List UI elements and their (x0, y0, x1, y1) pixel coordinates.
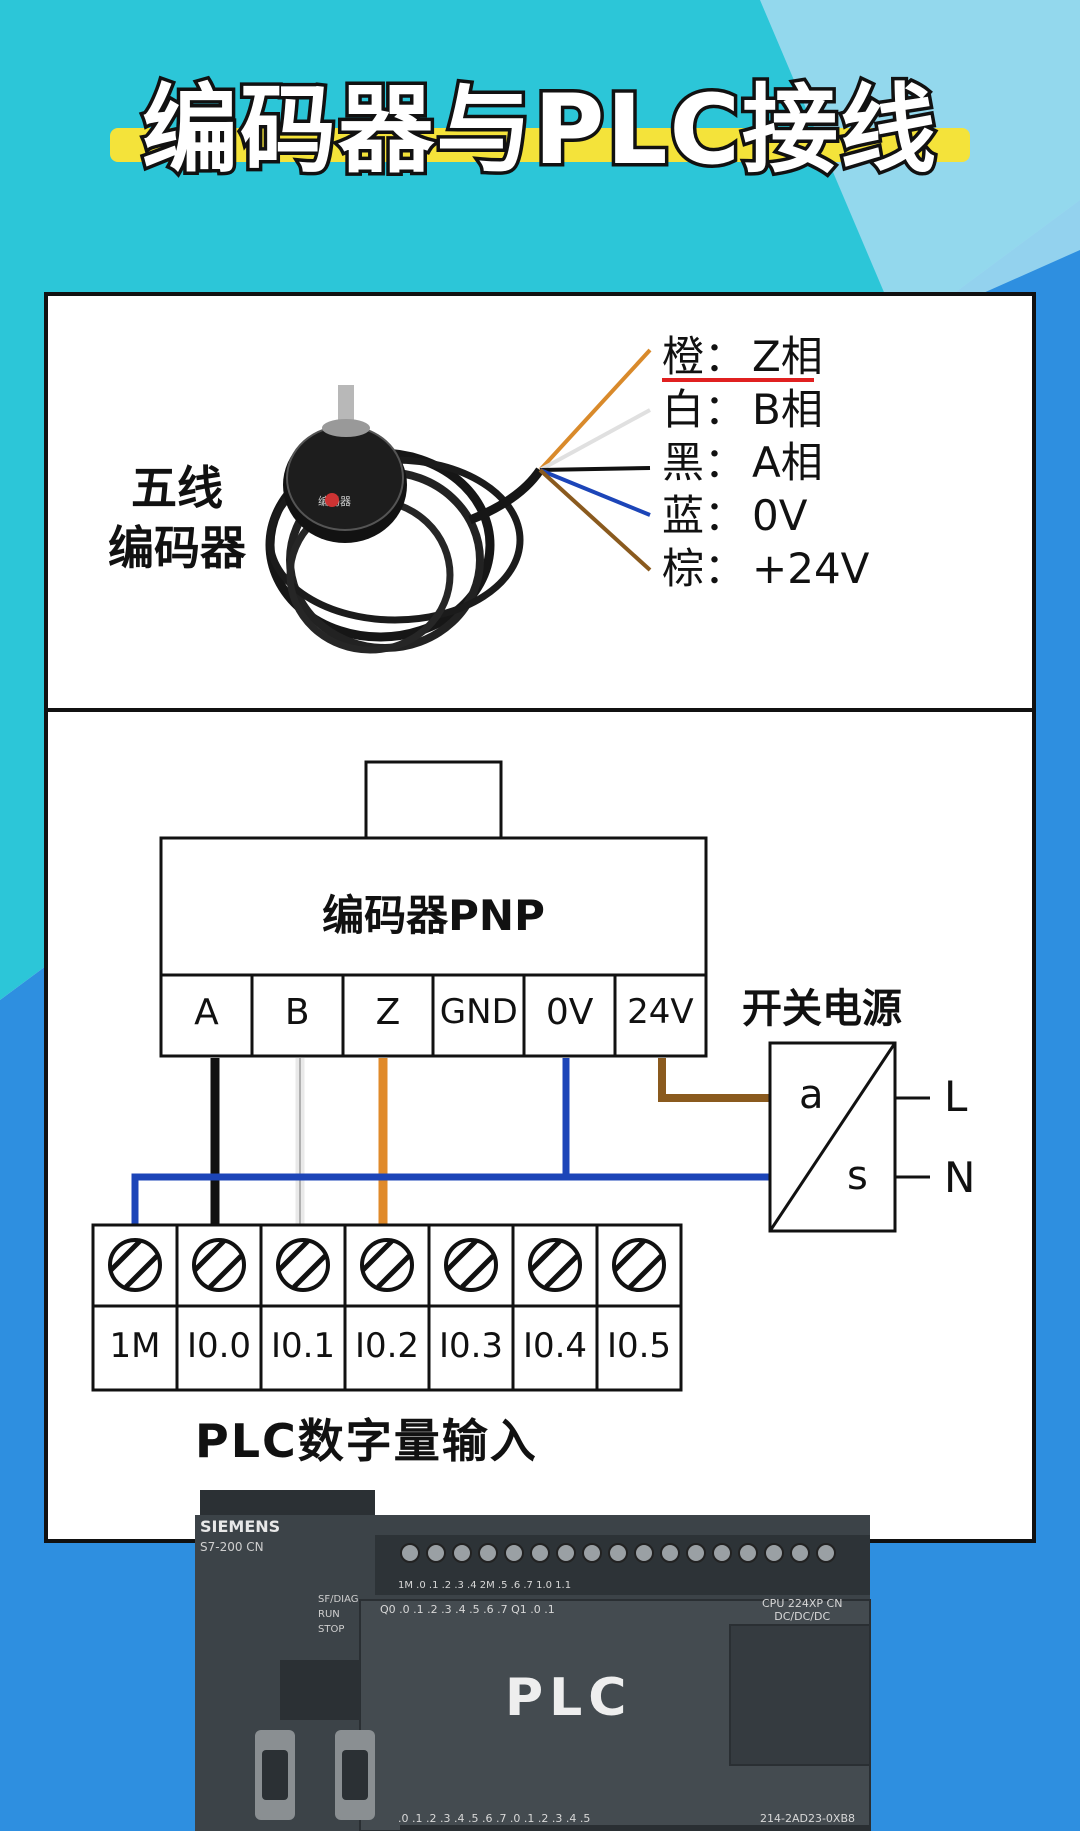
plc-status-leds: SF/DIAG RUN STOP (318, 1592, 359, 1637)
page-title: 编码器与PLC接线 (139, 71, 940, 190)
plc-screw (504, 1543, 524, 1563)
plc-top-screws (400, 1543, 836, 1563)
plc-screw (764, 1543, 784, 1563)
psu-inner-a: a (799, 1072, 824, 1118)
encoder-shaft (338, 385, 354, 429)
plc-brand: SIEMENS (200, 1517, 281, 1536)
encoder-type-line2: 编码器 (108, 521, 246, 575)
plc-port-cover (280, 1660, 360, 1720)
plc-screw (816, 1543, 836, 1563)
wire-row-blue: 蓝：0V (662, 491, 808, 540)
plc-cpu-label: CPU 224XP CN DC/DC/DC (762, 1597, 842, 1623)
encoder-sticker (325, 493, 339, 507)
wire-black (539, 466, 651, 472)
plc-screw (530, 1543, 550, 1563)
wire-row-orange: 橙：Z相 (662, 332, 823, 381)
plc-terminal-dividers (175, 1225, 599, 1390)
plc-terminal-i0-0: I0.0 (186, 1326, 252, 1366)
wire-0v-blue (131, 1058, 570, 1225)
plc-status-stop: STOP (318, 1624, 345, 1635)
encoder-terminal-gnd: GND (439, 992, 518, 1032)
plc-terminal-screws (108, 1238, 666, 1292)
psu-inner-s: s (847, 1153, 868, 1199)
wire-row-brown: 棕：+24V (662, 544, 870, 593)
wire-color-list: 橙：Z相 白：B相 黑：A相 蓝：0V 棕：+24V (662, 330, 869, 595)
plc-screw (478, 1543, 498, 1563)
wire-24v-brown (658, 1058, 770, 1102)
psu-output-n: N (944, 1153, 976, 1202)
plc-order-number: 214-2AD23-0XB8 (760, 1812, 856, 1825)
plc-terminal-i0-3: I0.3 (438, 1326, 504, 1366)
encoder-terminal-24v: 24V (627, 992, 694, 1032)
terminal-screw-i0-1 (276, 1238, 330, 1292)
plc-screw (582, 1543, 602, 1563)
title-highlight-bar (110, 128, 970, 162)
plc-screw (686, 1543, 706, 1563)
plc-terminal-1m: 1M (109, 1326, 161, 1366)
encoder-box-label: 编码器PNP (322, 891, 545, 940)
terminal-screw-i0-3 (444, 1238, 498, 1292)
encoder-terminal-a: A (194, 992, 219, 1033)
plc-screw (712, 1543, 732, 1563)
plc-terminal-i0-2: I0.2 (354, 1326, 420, 1366)
encoder-type-line1: 五线 (131, 461, 223, 515)
plc-terminal-i0-5: I0.5 (606, 1326, 672, 1366)
terminal-screw-i0-0 (192, 1238, 246, 1292)
plc-screw (738, 1543, 758, 1563)
plc-screw (400, 1543, 420, 1563)
wire-orange (538, 348, 652, 472)
wire-row-white: 白：B相 (662, 385, 823, 434)
encoder-terminal-0v: 0V (545, 992, 594, 1033)
encoder-terminal-dividers (250, 975, 617, 1056)
plc-screw (634, 1543, 654, 1563)
wire-blue (539, 468, 651, 517)
wire-white (539, 408, 651, 472)
encoder-terminal-z: Z (375, 992, 401, 1033)
encoder-type-label: 五线 编码器 (92, 458, 262, 578)
terminal-screw-i0-5 (612, 1238, 666, 1292)
plc-screw (660, 1543, 680, 1563)
plc-screw (426, 1543, 446, 1563)
plc-screw (790, 1543, 810, 1563)
plc-io-top-labels: 1M .0 .1 .2 .3 .4 2M .5 .6 .7 1.0 1.1 (398, 1580, 572, 1591)
terminal-screw-1m (108, 1238, 162, 1292)
wire-brown (538, 468, 652, 572)
psu-output-l: L (944, 1072, 968, 1121)
plc-output-labels: Q0 .0 .1 .2 .3 .4 .5 .6 .7 Q1 .0 .1 (380, 1603, 555, 1616)
plc-input-label: PLC数字量输入 (195, 1414, 538, 1468)
terminal-screw-i0-2 (360, 1238, 414, 1292)
plc-screw (556, 1543, 576, 1563)
plc-center-label: PLC (505, 1668, 633, 1728)
wire-row-black: 黑：A相 (662, 438, 823, 487)
plc-screw (608, 1543, 628, 1563)
plc-screw (452, 1543, 472, 1563)
plc-model: S7-200 CN (200, 1540, 264, 1554)
power-supply-label: 开关电源 (742, 986, 902, 1032)
plc-cpu-model: CPU 224XP CN (762, 1597, 843, 1610)
plc-cover (729, 1624, 871, 1766)
plc-cpu-type: DC/DC/DC (774, 1610, 831, 1623)
plc-terminal-i0-1: I0.1 (270, 1326, 336, 1366)
encoder-terminal-b: B (284, 992, 310, 1033)
plc-status-sf: SF/DIAG (318, 1594, 359, 1605)
plc-terminal-i0-4: I0.4 (522, 1326, 588, 1366)
plc-status-run: RUN (318, 1609, 340, 1620)
terminal-screw-i0-4 (528, 1238, 582, 1292)
plc-io-bottom-labels: .0 .1 .2 .3 .4 .5 .6 .7 .0 .1 .2 .3 .4 .… (398, 1812, 591, 1825)
